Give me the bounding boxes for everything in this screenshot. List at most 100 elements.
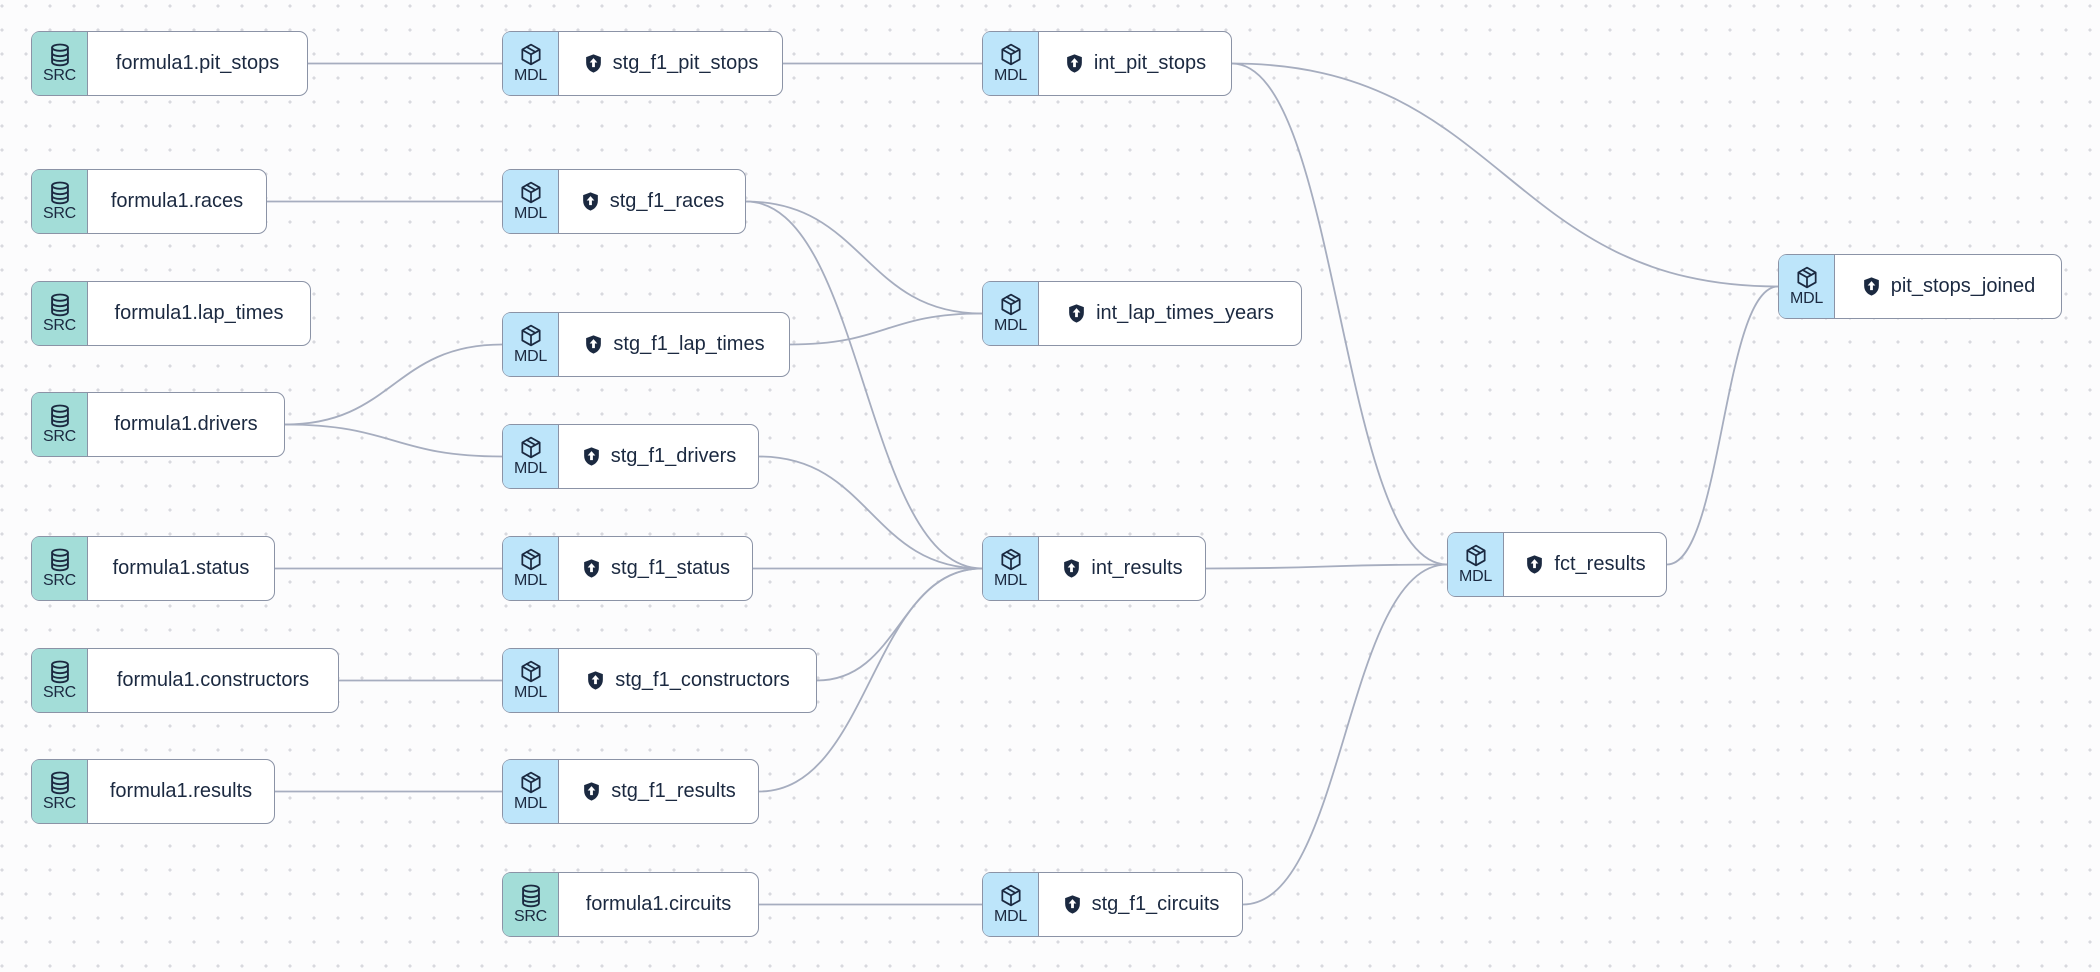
node-type-badge: MDL: [503, 32, 559, 95]
node-type-badge: MDL: [503, 537, 559, 600]
node-label: formula1.races: [110, 190, 244, 212]
node-label: stg_f1_races: [609, 190, 725, 212]
node-type-badge-label: MDL: [514, 795, 547, 813]
node-body: formula1.status: [88, 537, 274, 600]
edge-stg_f1_drivers-to-int_results: [758, 455, 983, 570]
node-type-badge-label: MDL: [514, 205, 547, 223]
node-type-badge: MDL: [503, 313, 559, 376]
node-formula1.results[interactable]: SRC formula1.results: [31, 759, 275, 824]
node-body: formula1.races: [88, 170, 266, 233]
node-formula1.drivers[interactable]: SRC formula1.drivers: [31, 392, 285, 457]
node-stg_f1_circuits[interactable]: MDL stg_f1_circuits: [982, 872, 1243, 937]
node-formula1.races[interactable]: SRC formula1.races: [31, 169, 267, 234]
node-stg_f1_lap_times[interactable]: MDL stg_f1_lap_times: [502, 312, 790, 377]
shield-arrow-up-icon: [584, 559, 599, 578]
node-stg_f1_drivers[interactable]: MDL stg_f1_drivers: [502, 424, 759, 489]
node-body: int_lap_times_years: [1039, 282, 1301, 345]
node-type-badge: MDL: [983, 537, 1039, 600]
node-body: stg_f1_status: [559, 537, 752, 600]
node-type-badge-label: SRC: [43, 684, 76, 702]
node-body: formula1.pit_stops: [88, 32, 307, 95]
node-pit_stops_joined[interactable]: MDL pit_stops_joined: [1778, 254, 2062, 319]
shield-arrow-up-icon: [585, 54, 601, 73]
database-icon: [50, 548, 69, 572]
node-label: fct_results: [1554, 553, 1646, 575]
node-body: stg_f1_pit_stops: [559, 32, 782, 95]
node-type-badge: SRC: [32, 282, 88, 345]
node-formula1.constructors[interactable]: SRC formula1.constructors: [31, 648, 339, 713]
node-label: formula1.pit_stops: [115, 52, 280, 74]
node-formula1.lap_times[interactable]: SRC formula1.lap_times: [31, 281, 311, 346]
edge-stg_f1_circuits-to-fct_results: [1242, 563, 1448, 906]
node-label: formula1.drivers: [114, 413, 258, 435]
database-icon: [50, 771, 69, 795]
edge-stg_f1_races-to-int_lap_times_years: [745, 200, 983, 315]
node-type-badge-label: MDL: [994, 572, 1027, 590]
database-icon: [50, 293, 69, 317]
cube-icon: [520, 324, 541, 347]
node-fct_results[interactable]: MDL fct_results: [1447, 532, 1667, 597]
node-label: stg_f1_constructors: [615, 669, 790, 691]
node-stg_f1_results[interactable]: MDL stg_f1_results: [502, 759, 759, 824]
shield-arrow-up-icon: [1064, 559, 1080, 578]
cube-icon: [520, 181, 541, 204]
node-body: stg_f1_lap_times: [559, 313, 789, 376]
database-icon: [521, 884, 540, 908]
node-type-badge: MDL: [983, 32, 1039, 95]
node-type-badge-label: SRC: [43, 317, 76, 335]
edge-fct_results-to-pit_stops_joined: [1666, 285, 1779, 566]
node-type-badge-label: MDL: [514, 460, 547, 478]
node-body: formula1.lap_times: [88, 282, 310, 345]
node-label: stg_f1_lap_times: [613, 333, 765, 355]
node-type-badge-label: MDL: [514, 348, 547, 366]
shield-arrow-up-icon: [1863, 277, 1879, 296]
cube-icon: [1465, 544, 1486, 567]
node-type-badge: SRC: [32, 170, 88, 233]
node-type-badge-label: MDL: [994, 67, 1027, 85]
database-icon: [50, 181, 69, 205]
node-type-badge-label: MDL: [994, 317, 1027, 335]
node-type-badge: MDL: [983, 873, 1039, 936]
node-body: stg_f1_drivers: [559, 425, 758, 488]
node-type-badge-label: SRC: [43, 428, 76, 446]
node-label: stg_f1_circuits: [1091, 893, 1220, 915]
node-label: formula1.circuits: [585, 893, 732, 915]
edge-int_results-to-fct_results: [1205, 563, 1448, 570]
node-stg_f1_pit_stops[interactable]: MDL stg_f1_pit_stops: [502, 31, 783, 96]
node-stg_f1_races[interactable]: MDL stg_f1_races: [502, 169, 746, 234]
cube-icon: [520, 548, 541, 571]
node-formula1.circuits[interactable]: SRC formula1.circuits: [502, 872, 759, 937]
shield-arrow-up-icon: [1527, 555, 1543, 574]
node-type-badge-label: MDL: [514, 572, 547, 590]
node-formula1.status[interactable]: SRC formula1.status: [31, 536, 275, 601]
node-body: formula1.circuits: [559, 873, 758, 936]
node-int_pit_stops[interactable]: MDL int_pit_stops: [982, 31, 1232, 96]
edge-stg_f1_results-to-int_results: [758, 567, 983, 793]
shield-arrow-up-icon: [584, 782, 600, 801]
node-body: int_pit_stops: [1039, 32, 1231, 95]
database-icon: [50, 660, 69, 684]
node-type-badge: MDL: [503, 760, 559, 823]
node-type-badge: SRC: [32, 760, 88, 823]
node-stg_f1_constructors[interactable]: MDL stg_f1_constructors: [502, 648, 817, 713]
node-label: int_results: [1091, 557, 1183, 579]
cube-icon: [1000, 548, 1021, 571]
node-int_lap_times_years[interactable]: MDL int_lap_times_years: [982, 281, 1302, 346]
node-type-badge: MDL: [503, 170, 559, 233]
node-int_results[interactable]: MDL int_results: [982, 536, 1206, 601]
node-body: formula1.constructors: [88, 649, 338, 712]
node-type-badge-label: SRC: [514, 908, 547, 926]
node-stg_f1_status[interactable]: MDL stg_f1_status: [502, 536, 753, 601]
cube-icon: [1000, 293, 1021, 316]
node-type-badge-label: SRC: [43, 67, 76, 85]
shield-arrow-up-icon: [1064, 895, 1080, 914]
shield-arrow-up-icon: [586, 335, 602, 354]
node-formula1.pit_stops[interactable]: SRC formula1.pit_stops: [31, 31, 308, 96]
node-label: stg_f1_status: [611, 557, 730, 579]
node-type-badge: MDL: [503, 425, 559, 488]
shield-arrow-up-icon: [1069, 304, 1084, 323]
node-type-badge: MDL: [1448, 533, 1504, 596]
node-type-badge-label: SRC: [43, 795, 76, 813]
edge-int_pit_stops-to-fct_results: [1231, 62, 1448, 566]
